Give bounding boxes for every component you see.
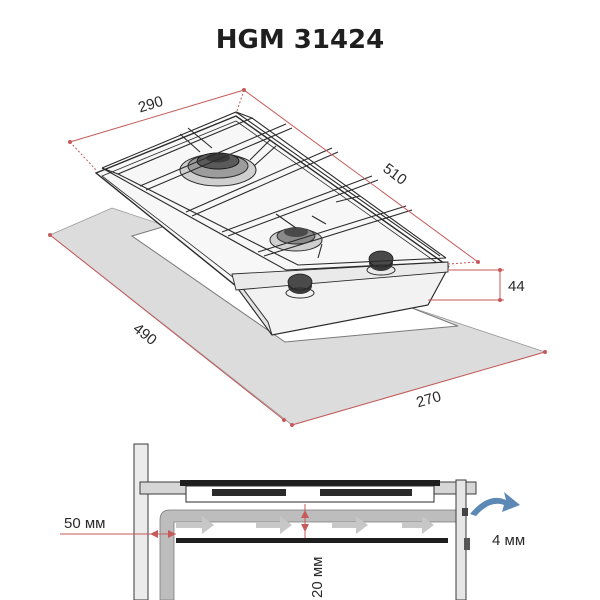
exhaust-arrow-icon xyxy=(470,492,520,516)
dimension-top-depth xyxy=(243,89,480,265)
dimension-cutout-depth xyxy=(48,233,286,422)
support-clip xyxy=(462,508,468,516)
internal-panel xyxy=(159,509,463,600)
dimension-height xyxy=(428,268,504,302)
airflow-arrow-icon xyxy=(256,516,292,534)
dimension-label-back-gap: 4 мм xyxy=(492,532,525,549)
dimension-label-below-gap: 20 мм xyxy=(309,557,326,598)
dimension-label-top-width: 290 xyxy=(136,93,165,117)
pan-support-grate xyxy=(101,111,447,271)
dimension-label-side-gap: 50 мм xyxy=(64,515,105,532)
airflow-arrow-icon xyxy=(176,516,214,534)
airflow-arrow-icon xyxy=(402,516,434,534)
dimension-label-cutout-width: 270 xyxy=(414,388,443,411)
model-title: HGM 31424 xyxy=(216,25,384,55)
cabinet-wall xyxy=(133,443,149,600)
knob-left-icon xyxy=(285,273,315,299)
knob-right-icon xyxy=(366,250,396,276)
airflow-arrows xyxy=(176,516,434,534)
airflow-arrow-icon xyxy=(332,516,368,534)
dimension-label-cutout-depth: 490 xyxy=(130,320,160,349)
lower-shelf xyxy=(176,538,448,543)
support-bracket xyxy=(464,538,470,550)
dimension-label-height: 44 xyxy=(508,278,525,295)
burner-section-right xyxy=(320,489,412,496)
hob-glass-section xyxy=(180,480,440,486)
dimension-label-top-depth: 510 xyxy=(380,160,410,189)
dimension-below-gap xyxy=(301,504,309,538)
dimension-cutout-width xyxy=(290,350,547,427)
burner-section-left xyxy=(212,489,286,496)
isometric-hob-drawing: 290 510 44 490 270 xyxy=(48,88,547,427)
dimension-side-gap xyxy=(60,530,176,538)
dimension-top-width xyxy=(68,88,246,171)
installation-section-drawing: 50 мм 20 мм 4 мм xyxy=(60,443,525,600)
